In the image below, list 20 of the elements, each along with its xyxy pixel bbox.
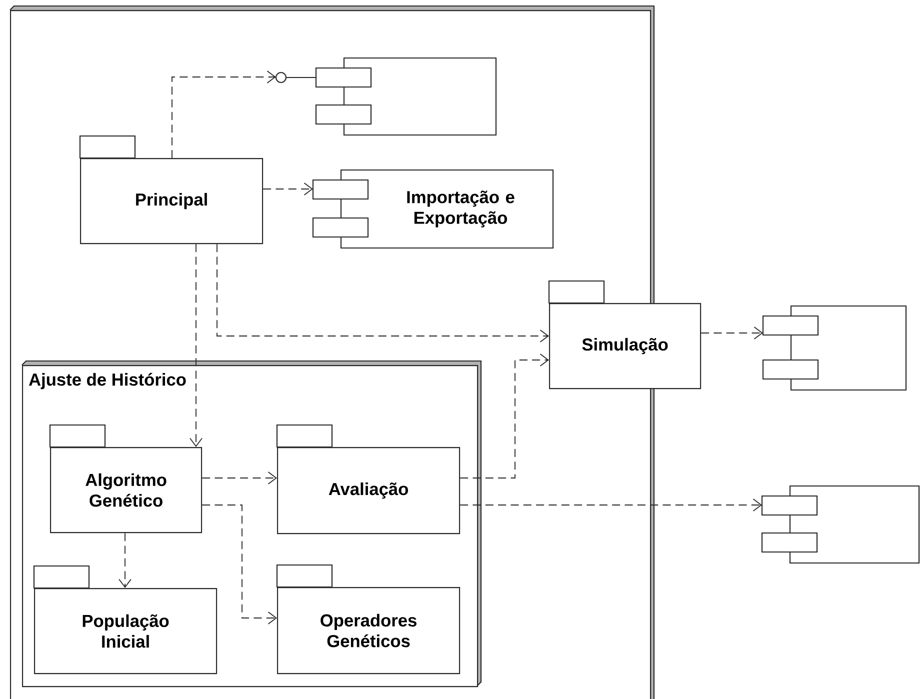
arrow [118,532,132,588]
arrow [172,70,276,158]
arrow [460,354,549,478]
component-box: Importação e Exportação [312,169,554,249]
package-box: Avaliação [276,424,460,534]
package-box: Operadores Genéticos [276,564,460,674]
arrow [216,244,549,342]
arrow [460,498,762,512]
component-box [762,305,907,391]
package-box: Principal [79,135,264,244]
package-box: População Inicial [33,565,218,674]
arrow [700,326,764,340]
arrow [202,472,277,484]
package-box: Simulação [548,280,702,390]
component-box [761,485,920,564]
component-box [275,57,497,136]
arrow [190,244,202,447]
package-box: Algoritmo Genético [49,424,202,534]
arrow [262,182,313,196]
arrow [202,504,277,624]
